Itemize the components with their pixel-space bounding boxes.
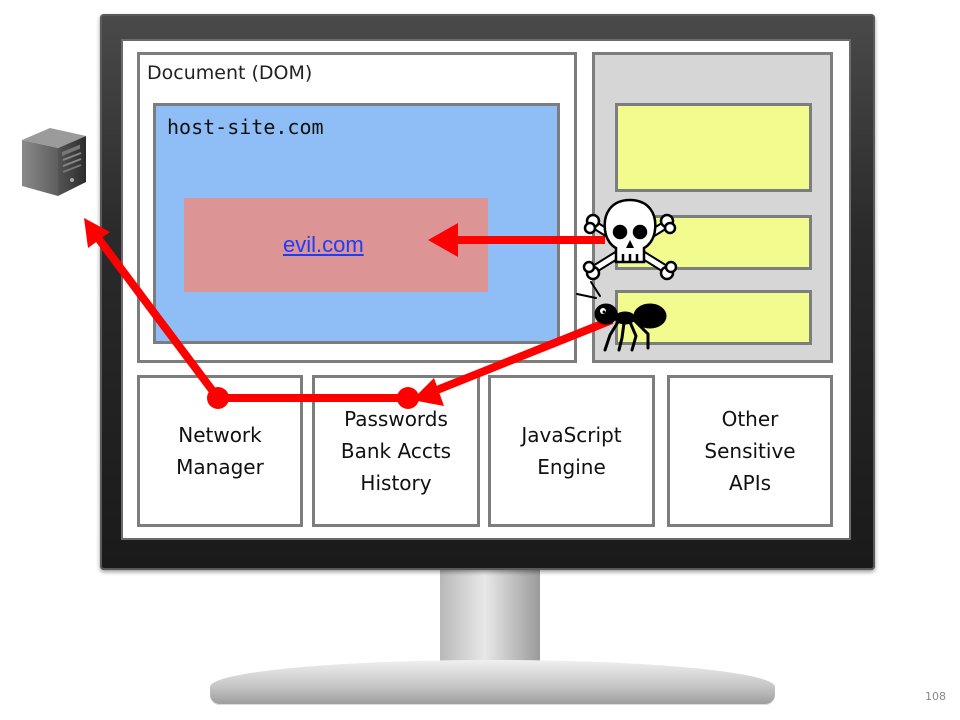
script-block-1 (615, 103, 812, 192)
document-dom-title: Document (DOM) (147, 62, 313, 84)
host-site-title: host-site.com (167, 115, 324, 139)
arrow-skull-to-evil (428, 223, 605, 257)
server-icon (22, 128, 86, 196)
page-number: 108 (925, 690, 946, 703)
skull-crossbones-icon (582, 198, 678, 281)
arrow-bug-to-passwords (412, 316, 614, 406)
ant-bug-icon (576, 281, 667, 352)
arrow-exfiltration-path (84, 218, 419, 409)
other-sensitive-apis-box: Other Sensitive APIs (667, 375, 833, 527)
passwords-dot (397, 387, 419, 409)
javascript-engine-box: JavaScript Engine (488, 375, 655, 527)
evil-link[interactable]: evil.com (283, 232, 364, 257)
monitor-stand-base (210, 660, 775, 705)
